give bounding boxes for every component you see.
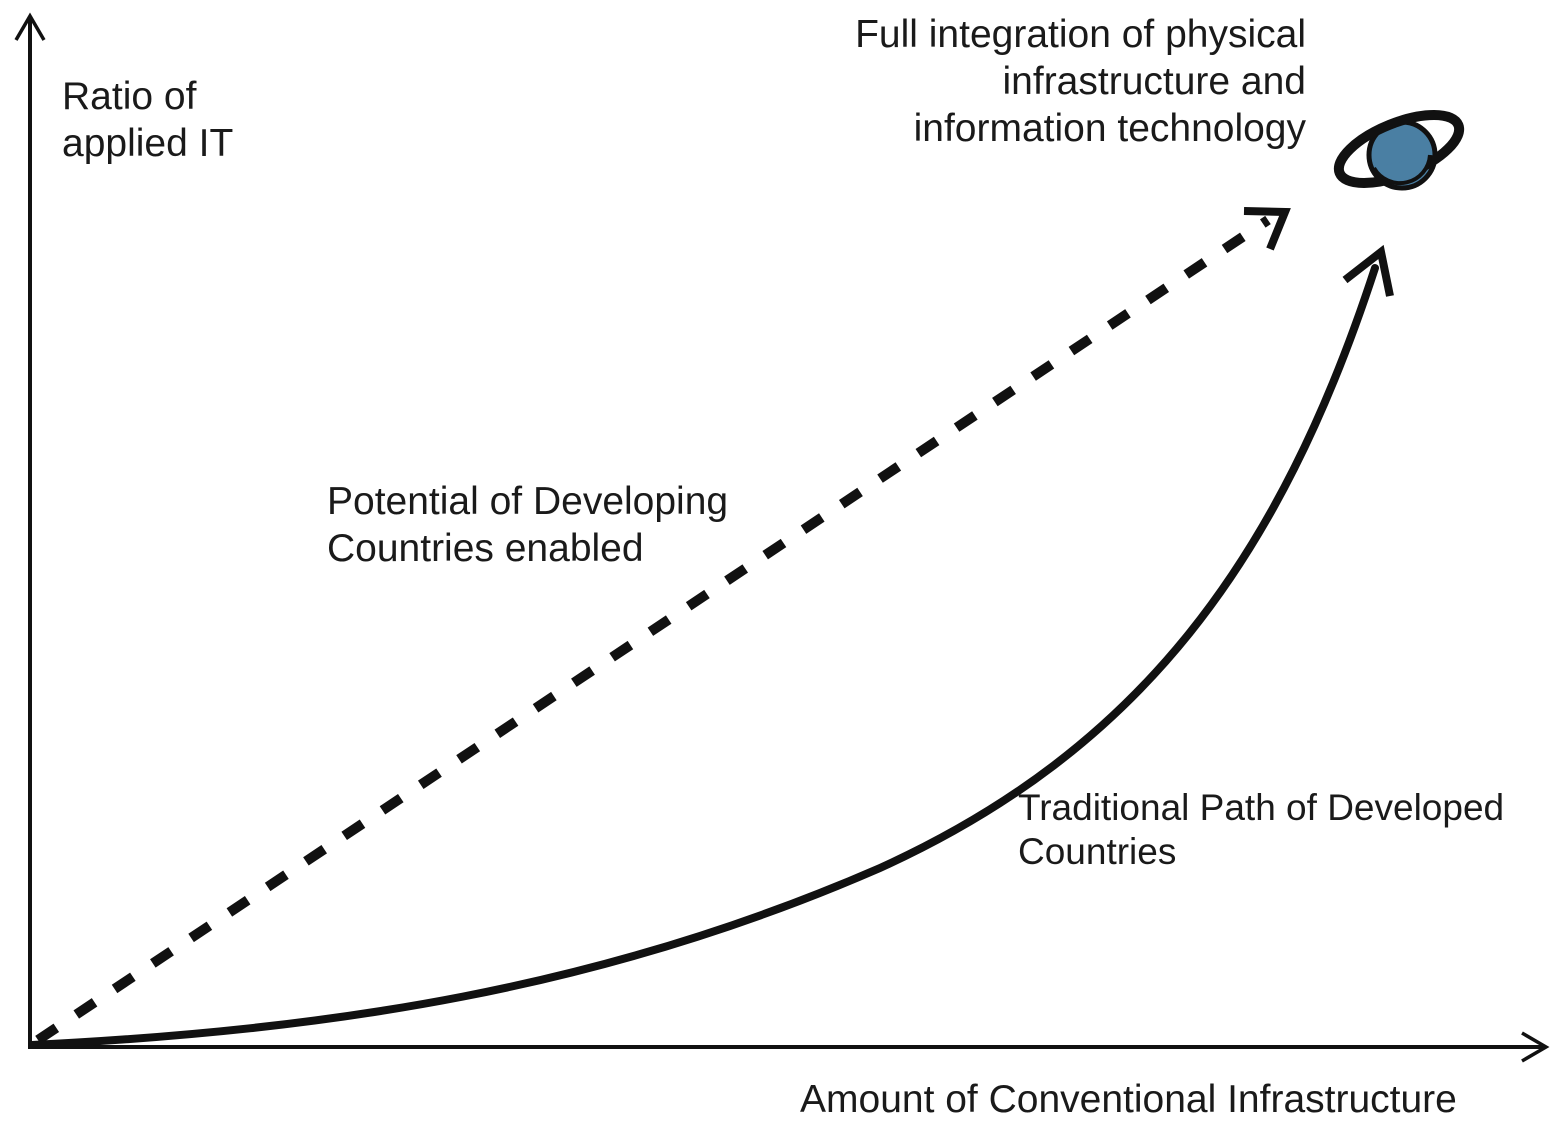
goal-label: Full integration of physical infrastruct…: [800, 11, 1306, 152]
y-axis-label-line: applied IT: [62, 122, 234, 165]
developed-path-label: Traditional Path of Developed Countries: [1018, 786, 1504, 874]
developing-countries-path: [35, 207, 1291, 1045]
developed-path-arrowhead: [1342, 244, 1394, 297]
developed-countries-path: [28, 244, 1394, 1049]
x-axis-label: Amount of Conventional Infrastructure: [800, 1078, 1457, 1121]
y-axis-label: Ratio of applied IT: [62, 73, 233, 167]
developing-path-label-line: Potential of Developing: [327, 480, 729, 523]
x-axis-arrowhead: [1521, 1031, 1550, 1063]
x-axis: [28, 1031, 1550, 1063]
developing-path-arrowhead: [1243, 207, 1291, 251]
developed-path-label-line: Traditional Path of Developed: [1018, 787, 1505, 828]
y-axis-label-line: Ratio of: [62, 75, 197, 118]
y-axis-arrowhead: [14, 12, 46, 41]
y-axis: [14, 12, 46, 1048]
developed-path-label-line: Countries: [1018, 831, 1177, 872]
planet-icon: [1333, 110, 1465, 191]
developing-path-label: Potential of Developing Countries enable…: [327, 478, 728, 572]
goal-label-line: Full integration of physical: [855, 13, 1306, 56]
goal-label-line: information technology: [913, 107, 1306, 150]
goal-label-line: infrastructure and: [1002, 60, 1307, 103]
developing-path-label-line: Countries enabled: [327, 527, 644, 570]
